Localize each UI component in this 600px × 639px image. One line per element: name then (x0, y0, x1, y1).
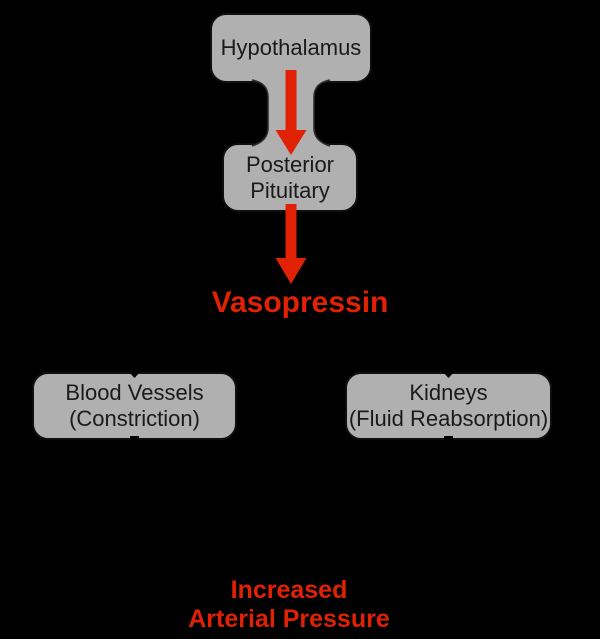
outcome-line1: Increased (230, 576, 348, 604)
outcome-label: Increased Arterial Pressure (139, 576, 439, 634)
node-hypothalamus: Hypothalamus (210, 13, 372, 83)
node-blood-vessels-line2: (Constriction) (69, 406, 200, 431)
node-hypothalamus-label: Hypothalamus (220, 35, 362, 60)
node-kidneys-line1: Kidneys (409, 380, 488, 405)
down-arrow-icon (275, 204, 307, 284)
node-posterior-pituitary-line1: Posterior (245, 151, 335, 177)
node-kidneys: Kidneys (Fluid Reabsorption) (345, 372, 552, 440)
outcome-line2: Arterial Pressure (188, 605, 390, 633)
node-blood-vessels-line1: Blood Vessels (65, 380, 204, 405)
pituitary-stalk-connector (250, 79, 332, 147)
node-posterior-pituitary: Posterior Pituitary (222, 143, 358, 212)
pituitary-stalk-left-edge (251, 79, 269, 147)
vasopressin-label: Vasopressin (211, 286, 389, 319)
node-posterior-pituitary-line2: Pituitary (250, 177, 330, 203)
node-kidneys-line2: (Fluid Reabsorption) (348, 406, 549, 431)
pituitary-stalk-right-edge (313, 79, 331, 147)
node-blood-vessels: Blood Vessels (Constriction) (32, 372, 237, 440)
